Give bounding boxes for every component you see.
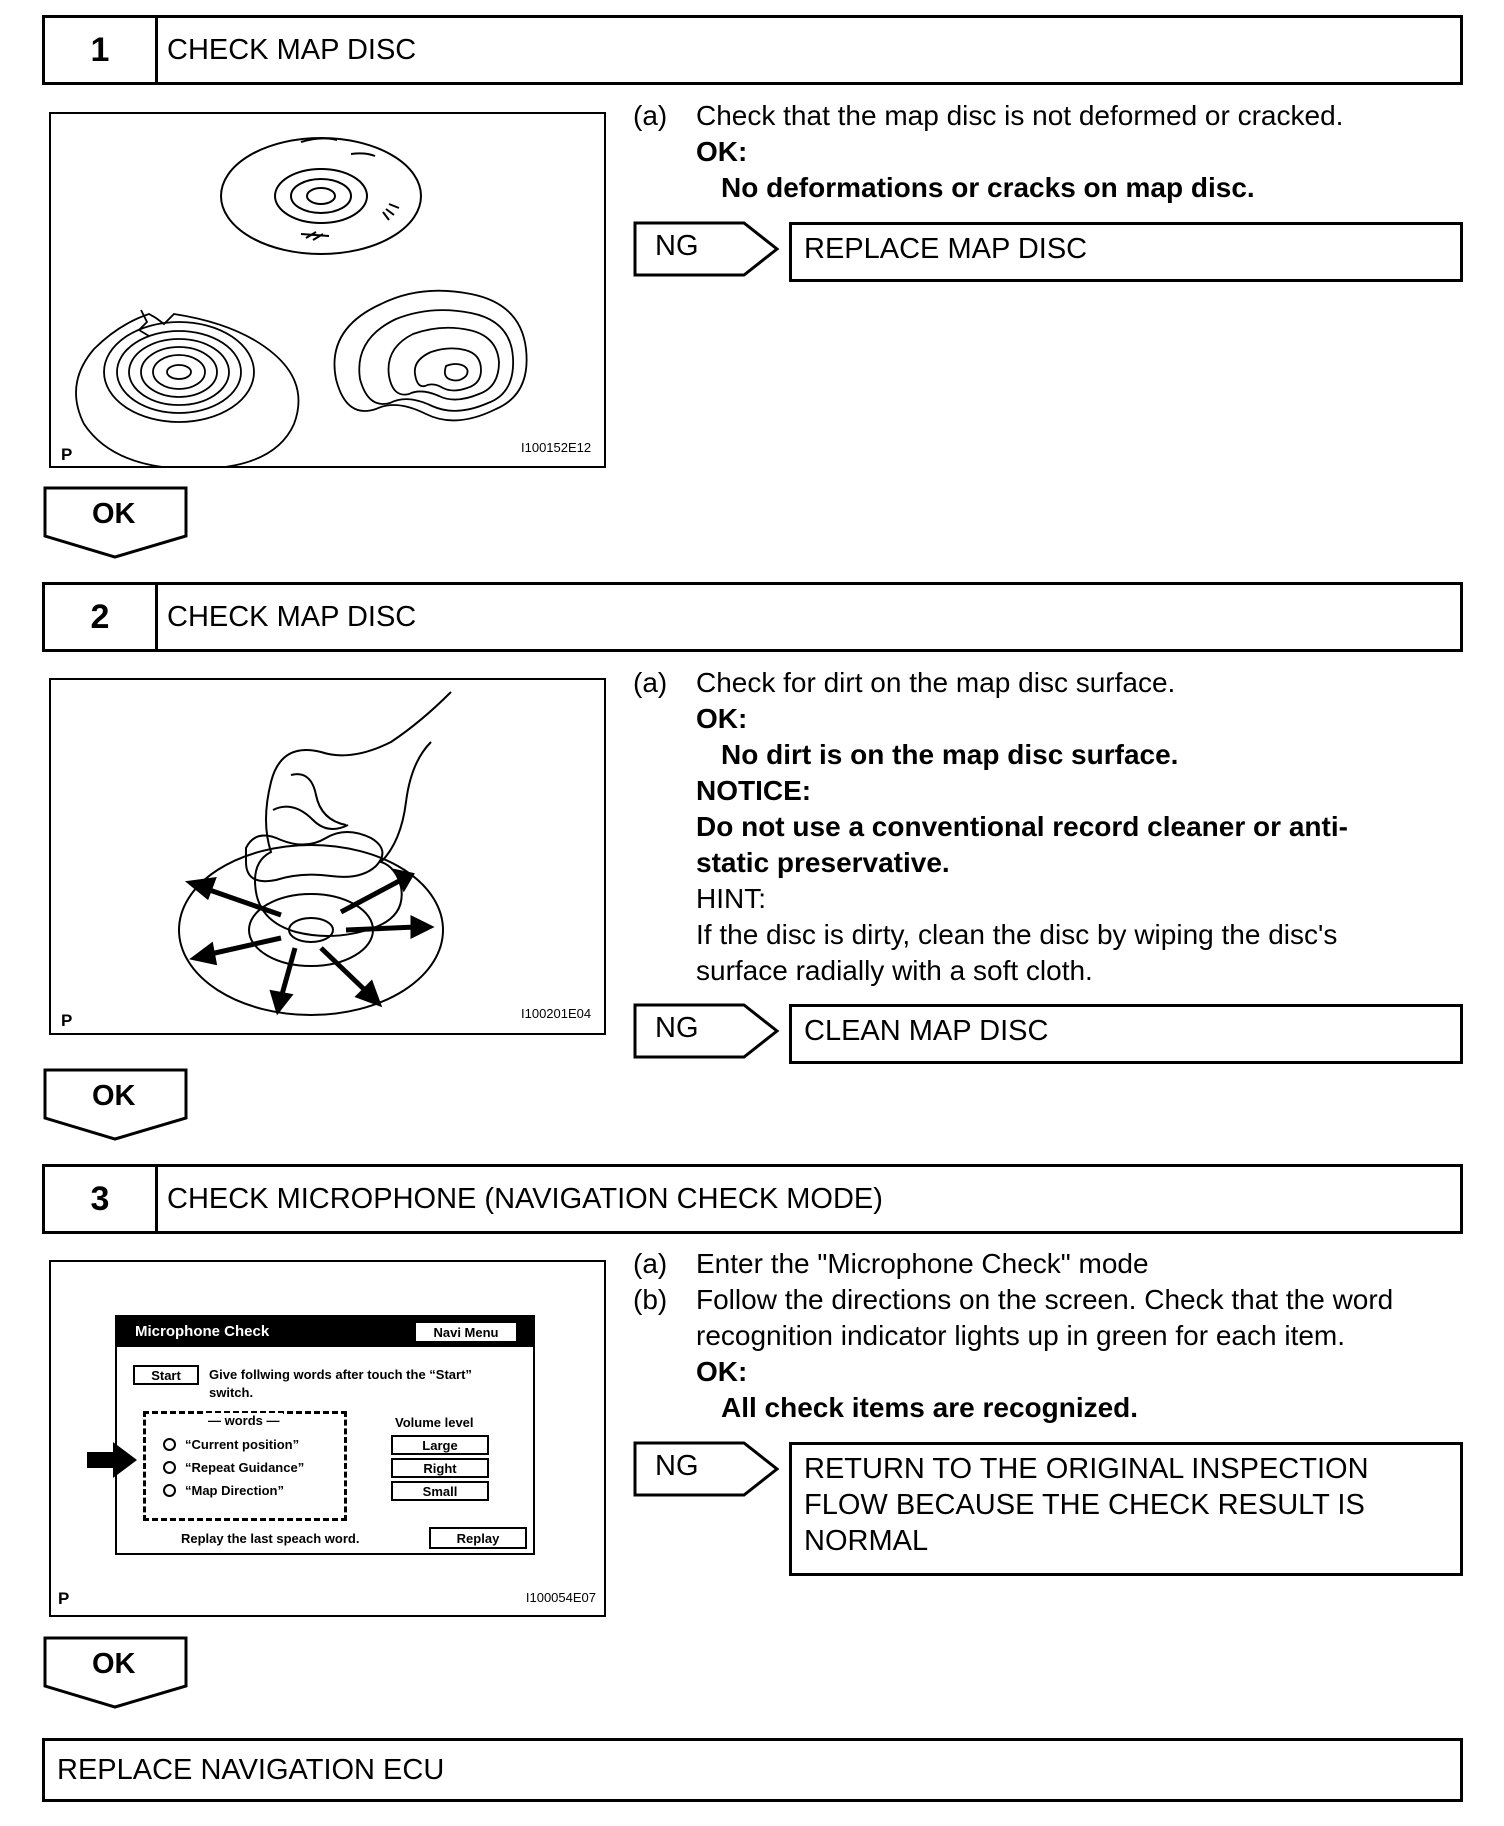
step-2-hint-line2: surface radially with a soft cloth. <box>696 953 1093 989</box>
volume-label: Volume level <box>395 1415 474 1430</box>
step-2-ok-text: No dirt is on the map disc surface. <box>721 737 1178 773</box>
step-3-b-line1: Follow the directions on the screen. Che… <box>696 1282 1393 1318</box>
step-3-figure: Microphone Check Navi Menu Start Give fo… <box>49 1260 606 1617</box>
microphone-check-screen: Microphone Check Navi Menu Start Give fo… <box>115 1315 535 1555</box>
pointer-arrow-icon <box>85 1440 141 1480</box>
disc-wiping-illustration: P I100201E04 <box>51 680 604 1033</box>
step-3-a-label: (a) <box>633 1246 667 1282</box>
step-2-header: 2 CHECK MAP DISC <box>42 582 1463 652</box>
word-item-1: “Current position” <box>185 1437 299 1452</box>
step-1-ng-result: REPLACE MAP DISC <box>789 222 1463 282</box>
step-1-a-text: Check that the map disc is not deformed … <box>696 98 1343 134</box>
step-1-title: CHECK MAP DISC <box>167 18 416 82</box>
step-3-header: 3 CHECK MICROPHONE (NAVIGATION CHECK MOD… <box>42 1164 1463 1234</box>
replay-text: Replay the last speach word. <box>181 1531 359 1546</box>
step-3-a-text: Enter the "Microphone Check" mode <box>696 1246 1149 1282</box>
step-3-title: CHECK MICROPHONE (NAVIGATION CHECK MODE) <box>167 1167 883 1231</box>
word-radio-2 <box>163 1461 176 1474</box>
step-2-figure: P I100201E04 <box>49 678 606 1035</box>
step-1-a-label: (a) <box>633 98 667 134</box>
step-1-ok-label: OK: <box>696 134 747 170</box>
step-2-ok-button: OK <box>92 1080 136 1113</box>
step-1-figure: P I100152E12 <box>49 112 606 468</box>
step-3-ng-result: RETURN TO THE ORIGINAL INSPECTION FLOW B… <box>789 1442 1463 1576</box>
step-3-ng-label: NG <box>655 1450 699 1483</box>
word-item-2: “Repeat Guidance” <box>185 1460 304 1475</box>
step-2-notice-line2: static preservative. <box>696 845 950 881</box>
word-radio-1 <box>163 1438 176 1451</box>
step-3-figure-code: I100054E07 <box>526 1590 596 1605</box>
volume-large-button: Large <box>391 1435 489 1455</box>
step-3-ok-text: All check items are recognized. <box>721 1390 1138 1426</box>
screen-instruction-line2: switch. <box>209 1385 253 1400</box>
step-1-ok-text: No deformations or cracks on map disc. <box>721 170 1255 206</box>
step-3-ok-button: OK <box>92 1648 136 1681</box>
step-1-header: 1 CHECK MAP DISC <box>42 15 1463 85</box>
volume-small-button: Small <box>391 1481 489 1501</box>
step-2-figure-code: I100201E04 <box>521 1006 591 1021</box>
step-2-number: 2 <box>45 585 158 649</box>
step-3-ng-result-line1: RETURN TO THE ORIGINAL INSPECTION <box>804 1451 1448 1487</box>
word-item-3: “Map Direction” <box>185 1483 284 1498</box>
step-2-title: CHECK MAP DISC <box>167 585 416 649</box>
step-3-figure-marker: P <box>58 1589 69 1609</box>
step-2-notice-line1: Do not use a conventional record cleaner… <box>696 809 1348 845</box>
step-2-notice-label: NOTICE: <box>696 773 811 809</box>
step-3-ng-result-line2: FLOW BECAUSE THE CHECK RESULT IS <box>804 1487 1448 1523</box>
step-3-b-label: (b) <box>633 1282 667 1318</box>
step-3-number: 3 <box>45 1167 158 1231</box>
start-button: Start <box>133 1365 199 1385</box>
step-1-figure-marker: P <box>61 445 72 464</box>
step-3-ng-result-line3: NORMAL <box>804 1523 1448 1559</box>
step-2-hint-line1: If the disc is dirty, clean the disc by … <box>696 917 1337 953</box>
step-3-ok-label: OK: <box>696 1354 747 1390</box>
screen-title: Microphone Check <box>135 1323 269 1340</box>
step-1-figure-code: I100152E12 <box>521 440 591 455</box>
word-radio-3 <box>163 1484 176 1497</box>
step-1-number: 1 <box>45 18 158 82</box>
step-2-ng-label: NG <box>655 1012 699 1045</box>
step-2-a-label: (a) <box>633 665 667 701</box>
step-2-hint-label: HINT: <box>696 881 766 917</box>
step-2-ok-label: OK: <box>696 701 747 737</box>
volume-right-button: Right <box>391 1458 489 1478</box>
navi-menu-button: Navi Menu <box>415 1322 517 1342</box>
step-3-b-line2: recognition indicator lights up in green… <box>696 1318 1345 1354</box>
final-action: REPLACE NAVIGATION ECU <box>42 1738 1463 1802</box>
map-disc-damage-illustration: P I100152E12 <box>51 114 604 466</box>
step-2-figure-marker: P <box>61 1011 72 1030</box>
words-label: — words — <box>205 1413 283 1428</box>
step-1-ok-button: OK <box>92 498 136 531</box>
step-2-ng-result: CLEAN MAP DISC <box>789 1004 1463 1064</box>
replay-button: Replay <box>429 1527 527 1549</box>
step-2-a-text: Check for dirt on the map disc surface. <box>696 665 1175 701</box>
step-1-ng-label: NG <box>655 230 699 263</box>
screen-instruction-line1: Give follwing words after touch the “Sta… <box>209 1367 472 1382</box>
